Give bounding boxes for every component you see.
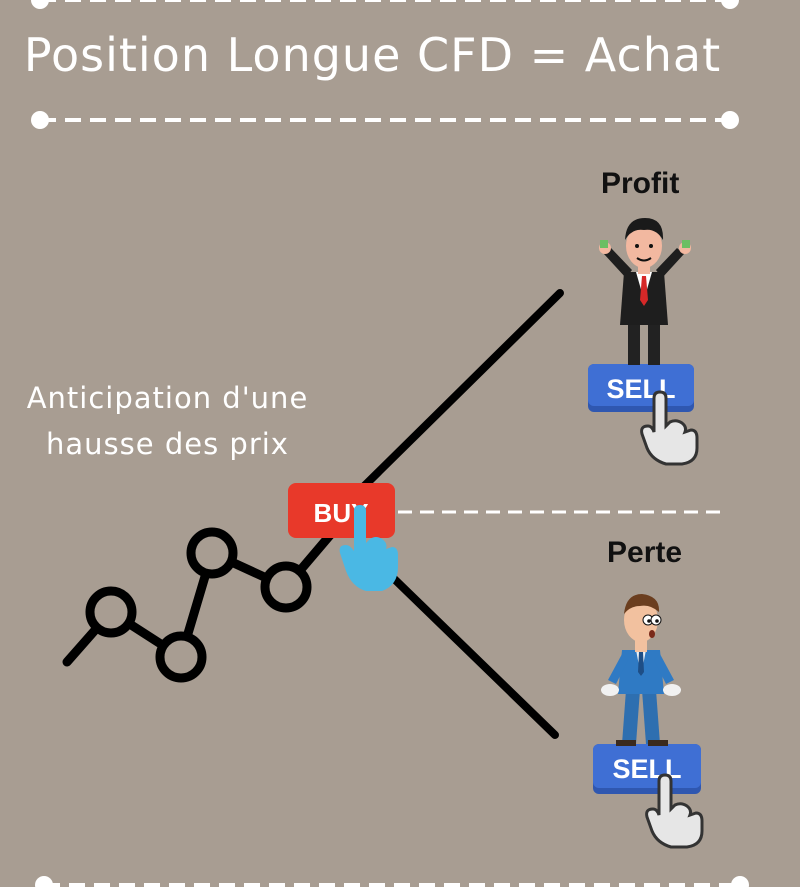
bottom-dashed-divider [35,876,749,887]
falling-scenario-line [381,566,559,739]
caption-line-1: Anticipation d'une [26,381,309,415]
hand-pointer-icon [339,505,398,591]
hand-pointer-icon [640,390,699,466]
caption-line-2: hausse des prix [46,427,289,461]
price-point [186,527,238,579]
price-point [260,561,312,613]
price-point [85,586,137,638]
businessman-broke-icon [601,594,681,746]
profit-sell-button[interactable]: SELL [588,364,694,412]
price-point [155,631,207,683]
page-title: Position Longue CFD = Achat [23,28,722,82]
rising-scenario-line [346,289,564,504]
top-dashed-divider [31,0,739,9]
loss-sell-button[interactable]: SELL [593,744,701,794]
profit-label: Profit [601,167,680,200]
hand-pointer-icon [645,773,704,849]
title-dashed-divider [31,111,739,129]
price-anticipation-caption: Anticipation d'une hausse des prix [10,375,325,467]
businessman-celebrating-icon [599,218,691,365]
loss-label: Perte [607,536,683,569]
buy-button[interactable]: BUY [288,483,395,538]
price-history-points [85,527,312,683]
